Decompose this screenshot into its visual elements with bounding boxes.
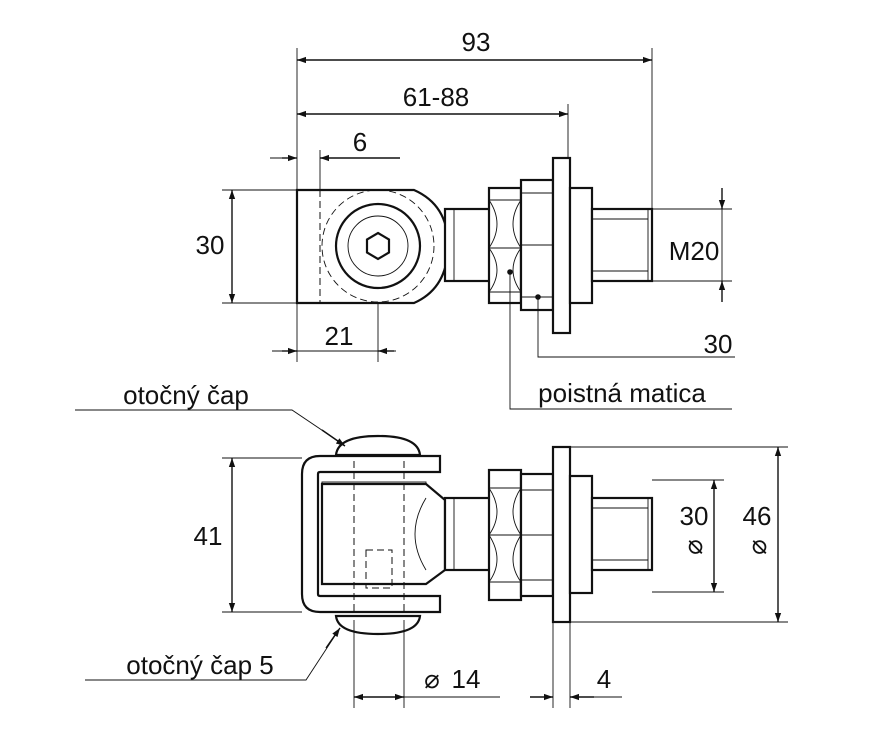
diameter-symbol: ⌀ [678,539,708,555]
dim-eye-height: 30 [196,230,225,260]
dim-shaft-diameter: 30 [680,501,709,531]
swivel-body [320,482,447,586]
pivot-cap-bottom [334,614,422,636]
nut-chamfers [488,487,522,583]
lock-nut [487,186,523,305]
neck [443,496,492,572]
diameter-symbol: ⌀ [742,539,772,555]
leader-arrow [321,429,346,447]
callout-pivot-cap-bottom: otočný čap 5 [126,650,273,680]
dim-pin-diameter: 14 [452,664,481,694]
hex-socket [365,231,391,261]
jam-nut [568,474,594,595]
callout-lock-nut: poistná matica [538,378,706,408]
dim-thread: M20 [669,236,720,266]
dim-overall-length: 93 [462,27,491,57]
leader-arrow [325,627,341,649]
leader-line [75,409,345,446]
jam-nut [568,186,594,305]
neck [443,207,492,283]
dim-offset: 6 [353,127,367,157]
dim-fork-height: 41 [194,521,223,551]
hidden-circle [321,189,435,303]
swivel-curve [414,497,427,571]
diameter-symbol: ⌀ [424,664,440,694]
dim-washer-thickness: 4 [597,664,611,694]
dim-washer-diameter: 46 [743,501,772,531]
threaded-shaft [590,207,654,283]
leader-line [537,297,735,358]
nut-faces [489,199,521,293]
callout-pivot-cap-top: otočný čap [123,380,249,410]
washer [551,156,572,335]
dim-nut-size: 30 [704,329,733,359]
top-view: 93 61-88 6 30 21 M20 30 p [196,27,735,410]
pivot-cap-top [334,434,422,457]
nut-faces [489,487,521,583]
washer [551,445,572,624]
nut-faces-2 [521,489,553,581]
eye-inner-circle [347,215,409,277]
threaded-shaft [590,496,654,572]
nut-chamfers [488,199,522,293]
dim-adjust-range: 61-88 [403,82,470,112]
dim-eye-width: 21 [325,321,354,351]
eye-circle [334,202,422,290]
bottom-view: 41 30 ⌀ 46 ⌀ ⌀ 14 4 otočný čap ot [75,380,788,708]
leader-line [509,272,732,410]
pin-socket [365,549,393,589]
fork [300,454,442,614]
